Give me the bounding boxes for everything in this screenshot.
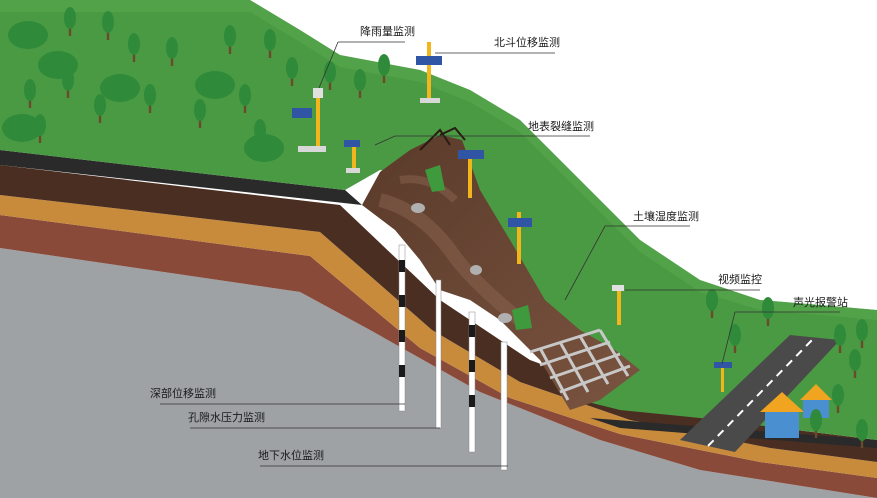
solar-panel [508, 218, 532, 227]
tree [729, 324, 741, 353]
clay-layer [0, 215, 877, 498]
solar-panel [714, 362, 732, 368]
displaced-bush [425, 165, 445, 192]
bush [100, 74, 140, 102]
label-deep-displacement: 深部位移监测 [150, 386, 216, 400]
device-alarm [714, 362, 732, 392]
bush [244, 134, 284, 162]
tree [166, 37, 178, 66]
tree [849, 349, 861, 378]
tree [354, 69, 366, 98]
tree [194, 99, 206, 128]
surface-rim [0, 150, 362, 205]
bush [38, 51, 78, 79]
device-video [612, 285, 624, 325]
retaining-lattice [529, 328, 631, 401]
tree [128, 33, 140, 62]
grass-hillside [0, 0, 877, 440]
road [680, 335, 840, 452]
label-pore-water-pressure: 孔隙水压力监测 [188, 410, 265, 424]
tree [762, 297, 774, 326]
bush [2, 114, 42, 142]
boulder [411, 203, 425, 213]
device-beidou [416, 42, 442, 103]
tree [239, 84, 251, 113]
trees [2, 7, 868, 448]
label-soil-moisture: 土壤湿度监测 [633, 209, 699, 223]
device-soil [508, 212, 532, 264]
tree [144, 84, 156, 113]
borehole-pore-pressure [435, 279, 442, 429]
device-rainfall [292, 88, 326, 152]
boulder [498, 313, 512, 323]
tree [224, 25, 236, 54]
bush [8, 21, 48, 49]
label-rainfall: 降雨量监测 [360, 24, 415, 38]
tree [64, 7, 76, 36]
tree [856, 419, 868, 448]
label-beidou-displacement: 北斗位移监测 [494, 35, 560, 49]
device-crack-sensor [344, 140, 360, 173]
tree [24, 79, 36, 108]
tree [706, 289, 718, 318]
solar-panel [458, 150, 484, 159]
displaced-bush [512, 305, 532, 330]
tree [856, 319, 868, 348]
borehole-deep-displacement [398, 244, 406, 412]
tree [94, 94, 106, 123]
tree [264, 29, 276, 58]
tree [102, 11, 114, 40]
leader-lines [160, 41, 840, 467]
label-surface-crack: 地表裂缝监测 [528, 119, 594, 133]
solar-panel [344, 140, 360, 147]
label-acousto-optic-alarm: 声光报警站 [793, 295, 848, 309]
camera [612, 285, 624, 291]
tree [324, 61, 336, 90]
solar-panel [416, 56, 442, 65]
landslide-body [362, 126, 640, 410]
tree [378, 54, 390, 83]
solar-panel [292, 108, 312, 118]
house [803, 398, 829, 418]
tree [810, 409, 822, 438]
tree [834, 324, 846, 353]
village-houses [760, 384, 832, 438]
device-crack [458, 150, 484, 198]
house [765, 410, 799, 438]
tree [832, 384, 844, 413]
bush [195, 71, 235, 99]
label-video-monitoring: 视频监控 [718, 272, 762, 286]
tree [286, 57, 298, 86]
boreholes [398, 244, 508, 471]
boulder [470, 265, 482, 275]
borehole-groundwater [468, 311, 508, 471]
label-groundwater-level: 地下水位监测 [258, 448, 324, 462]
